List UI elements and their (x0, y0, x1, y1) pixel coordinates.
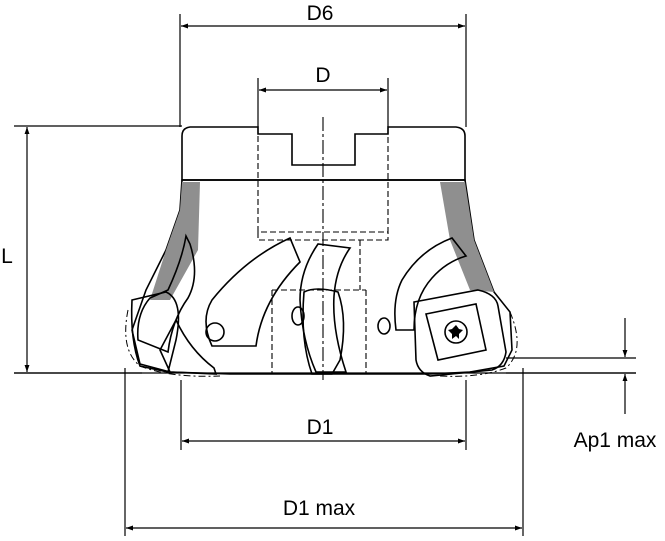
dimension-d: D (257, 64, 389, 127)
insert-right-face (425, 303, 487, 361)
insert-center (302, 288, 345, 375)
d1-label: D1 (307, 416, 334, 439)
cutting-inserts (130, 288, 507, 377)
flute-left (136, 233, 196, 354)
coolant-hole-right (377, 317, 391, 335)
insert-right (413, 289, 507, 377)
insert-screw (444, 320, 468, 344)
dimension-d1: D1 (180, 380, 467, 450)
shank-upper (181, 126, 466, 181)
body-lower (131, 179, 513, 375)
insert-screw-torx (448, 325, 463, 339)
dimension-l: L (1, 125, 182, 374)
flute-center (299, 243, 352, 373)
d-label: D (315, 64, 330, 87)
body-shade-left (150, 182, 200, 300)
l-label: L (1, 245, 13, 268)
clamp-screw-left (205, 322, 225, 342)
coolant-hole-left (291, 306, 305, 326)
dimension-ap1-max: Ap1 max (506, 318, 657, 452)
dimension-d6: D6 (179, 2, 467, 127)
d6-label: D6 (307, 2, 334, 25)
cutter-body (131, 126, 513, 375)
body-shade-right (440, 182, 494, 292)
hidden-counterbore (271, 289, 367, 374)
flute-right (394, 237, 468, 331)
insert-far-left (130, 291, 180, 373)
ap1-max-label: Ap1 max (574, 429, 657, 452)
d1-max-label: D1 max (283, 497, 356, 520)
dimension-d1-max: D1 max (124, 368, 524, 536)
chip-flutes (136, 233, 468, 373)
phantom-cutting-circle (125, 309, 518, 377)
flute-center-left (205, 236, 301, 347)
